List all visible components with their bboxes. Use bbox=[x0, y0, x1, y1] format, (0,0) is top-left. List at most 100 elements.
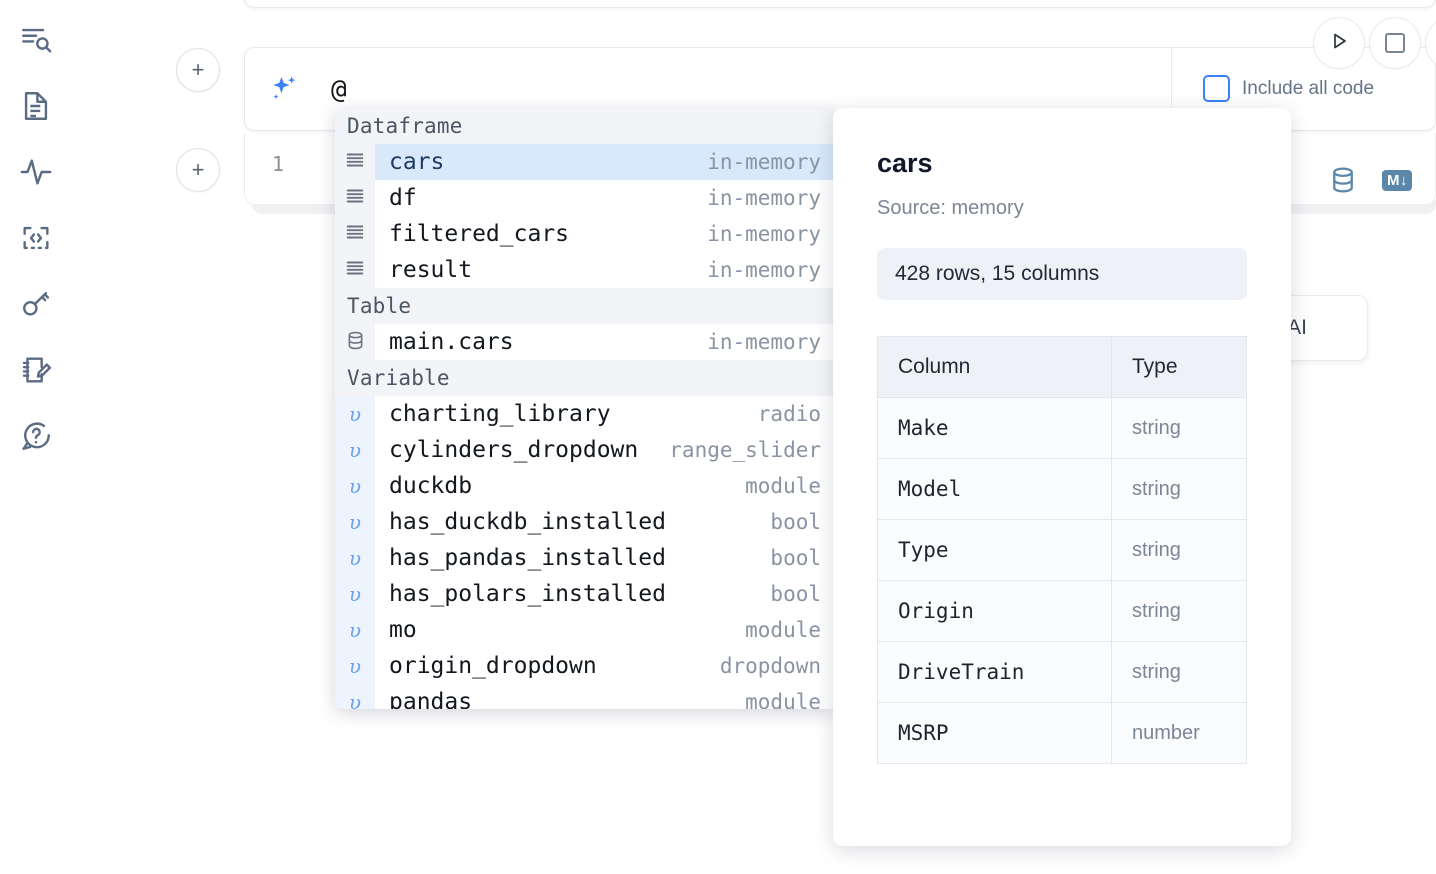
schema-column-name: MSRP bbox=[877, 702, 1112, 764]
autocomplete-item-icon: υ bbox=[335, 648, 375, 684]
autocomplete-item-type: dropdown bbox=[719, 654, 821, 678]
schema-column-name: Type bbox=[877, 519, 1112, 581]
add-cell-button-top[interactable]: + bbox=[176, 48, 220, 92]
sidebar-item-explorer[interactable] bbox=[12, 16, 60, 64]
autocomplete-item-name: result bbox=[389, 257, 473, 283]
doc-shape-badge: 428 rows, 15 columns bbox=[877, 248, 1247, 300]
schema-column-type: string bbox=[1111, 519, 1247, 581]
document-icon bbox=[19, 89, 53, 123]
schema-column-name: DriveTrain bbox=[877, 641, 1112, 703]
schema-column-type: string bbox=[1111, 641, 1247, 703]
autocomplete-item-type: range_slider bbox=[669, 438, 821, 462]
run-button[interactable] bbox=[1313, 17, 1365, 69]
autocomplete-item-name: mo bbox=[389, 617, 417, 643]
autocomplete-item-body: has_polars_installed bool bbox=[375, 576, 835, 612]
autocomplete-item-icon: υ bbox=[335, 576, 375, 612]
sidebar-item-notebook[interactable] bbox=[12, 82, 60, 130]
autocomplete-doc-panel: cars Source: memory 428 rows, 15 columns… bbox=[833, 108, 1291, 846]
autocomplete-item-name: df bbox=[389, 185, 417, 211]
upsilon-icon: υ bbox=[348, 402, 362, 426]
autocomplete-item-type: bool bbox=[770, 510, 821, 534]
autocomplete-group-header: Dataframe bbox=[335, 108, 835, 144]
schema-column-type: number bbox=[1111, 702, 1247, 764]
autocomplete-item[interactable]: υ has_polars_installed bool bbox=[335, 576, 835, 612]
sidebar-item-scratchpad[interactable] bbox=[12, 346, 60, 394]
schema-column-header: Column bbox=[877, 336, 1112, 398]
sidebar-item-snippets[interactable] bbox=[12, 214, 60, 262]
stop-button[interactable] bbox=[1369, 17, 1421, 69]
autocomplete-item-icon bbox=[335, 144, 375, 180]
autocomplete-item-name: duckdb bbox=[389, 473, 473, 499]
file-search-icon bbox=[19, 23, 53, 57]
lines-icon bbox=[344, 257, 366, 283]
include-all-code-checkbox[interactable] bbox=[1203, 75, 1230, 102]
ai-prompt-input[interactable] bbox=[331, 70, 1151, 110]
autocomplete-item-type: module bbox=[745, 618, 821, 642]
upsilon-icon: υ bbox=[348, 582, 362, 606]
markdown-arrow: ↓ bbox=[1400, 171, 1408, 189]
schema-table-header-row: Column Type bbox=[877, 336, 1247, 398]
sidebar-item-help[interactable] bbox=[12, 412, 60, 460]
autocomplete-item-name: has_polars_installed bbox=[389, 581, 666, 607]
add-cell-button-bottom[interactable]: + bbox=[176, 148, 220, 192]
autocomplete-item-name: pandas bbox=[389, 689, 473, 709]
autocomplete-item-icon bbox=[335, 252, 375, 288]
database-icon[interactable] bbox=[1328, 165, 1358, 195]
lines-icon bbox=[344, 221, 366, 247]
autocomplete-item-name: origin_dropdown bbox=[389, 653, 597, 679]
autocomplete-item-icon: υ bbox=[335, 540, 375, 576]
markdown-icon[interactable]: M ↓ bbox=[1382, 169, 1412, 191]
schema-column-name: Origin bbox=[877, 580, 1112, 642]
schema-column-name: Make bbox=[877, 397, 1112, 459]
include-all-code-row: Include all code bbox=[1203, 75, 1374, 102]
doc-title: cars bbox=[877, 148, 933, 178]
markdown-letter: M bbox=[1387, 171, 1400, 189]
autocomplete-item-type: bool bbox=[770, 582, 821, 606]
notebook-edit-icon bbox=[19, 353, 53, 387]
ai-bar-divider bbox=[1171, 48, 1172, 132]
sparkles-icon bbox=[267, 72, 301, 106]
autocomplete-item-icon: υ bbox=[335, 504, 375, 540]
activity-icon bbox=[19, 155, 53, 189]
autocomplete-item-icon bbox=[335, 324, 375, 360]
sidebar-item-secrets[interactable] bbox=[12, 280, 60, 328]
upsilon-icon: υ bbox=[348, 654, 362, 678]
autocomplete-item[interactable]: υ origin_dropdown dropdown bbox=[335, 648, 835, 684]
autocomplete-item-type: bool bbox=[770, 546, 821, 570]
schema-column-type: string bbox=[1111, 580, 1247, 642]
autocomplete-group-header: Table bbox=[335, 288, 835, 324]
upsilon-icon: υ bbox=[348, 510, 362, 534]
autocomplete-item-body: mo module bbox=[375, 612, 835, 648]
autocomplete-item-name: main.cars bbox=[389, 329, 514, 355]
sidebar-rail bbox=[0, 0, 72, 874]
sidebar-item-dependencies[interactable] bbox=[12, 148, 60, 196]
cell-action-icons: M ↓ bbox=[1328, 165, 1412, 195]
schema-column-type: string bbox=[1111, 458, 1247, 520]
autocomplete-item-type: radio bbox=[757, 402, 821, 426]
code-brackets-icon bbox=[19, 221, 53, 255]
